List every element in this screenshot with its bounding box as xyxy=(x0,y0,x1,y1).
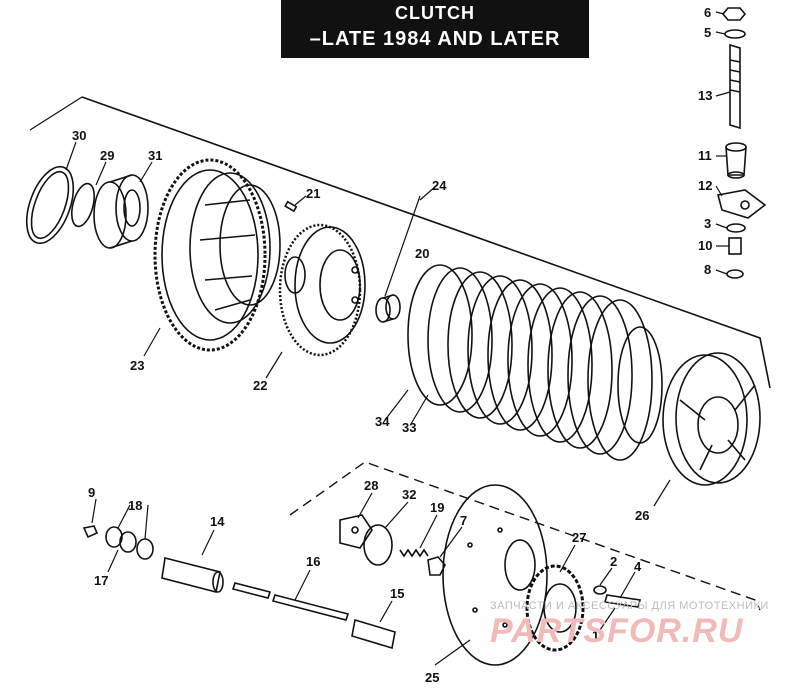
label-25: 25 xyxy=(425,670,439,685)
label-18: 18 xyxy=(128,498,142,513)
label-28: 28 xyxy=(364,478,378,493)
title-banner: CLUTCH –LATE 1984 AND LATER xyxy=(281,0,589,58)
label-8: 8 xyxy=(704,262,711,277)
part-10-bushing xyxy=(728,237,742,255)
label-4: 4 xyxy=(634,559,642,574)
part-29-retaining-ring xyxy=(70,182,96,228)
label-22: 22 xyxy=(253,378,267,393)
watermark-logo: PARTSFOR.RU xyxy=(490,612,744,650)
part-22-clutch-hub xyxy=(278,223,366,357)
part-33-34-clutch-plate-stack xyxy=(407,264,663,461)
label-23: 23 xyxy=(130,358,144,373)
label-9: 9 xyxy=(88,485,95,500)
label-16: 16 xyxy=(306,554,320,569)
part-25-cover-plate xyxy=(442,484,548,666)
leader-lines xyxy=(65,11,731,666)
label-13: 13 xyxy=(698,88,712,103)
part-6-nut xyxy=(721,7,747,21)
part-8-nut xyxy=(726,269,744,279)
part-3-washer xyxy=(726,223,746,233)
label-3: 3 xyxy=(704,216,711,231)
watermark-caption: ЗАПЧАСТИ И АКСЕССУАРЫ ДЛЯ МОТОТЕХНИКИ xyxy=(490,600,769,612)
part-11-spring xyxy=(725,142,747,179)
label-12: 12 xyxy=(698,178,712,193)
part-28-adjusting-plate xyxy=(339,514,373,549)
label-5: 5 xyxy=(704,25,711,40)
label-24: 24 xyxy=(432,178,447,193)
part-26-pressure-plate xyxy=(662,352,761,486)
part-5-washer xyxy=(724,29,746,39)
part-16-pushrod xyxy=(231,582,350,621)
label-34: 34 xyxy=(375,414,390,429)
label-10: 10 xyxy=(698,238,712,253)
title-line-2: –LATE 1984 AND LATER xyxy=(309,28,561,50)
label-26: 26 xyxy=(635,508,649,523)
label-20: 20 xyxy=(415,246,429,261)
part-12-adjuster-lever xyxy=(717,189,767,219)
part-21-pin xyxy=(284,200,298,213)
label-33: 33 xyxy=(402,420,416,435)
label-32: 32 xyxy=(402,487,416,502)
label-1: 1 xyxy=(592,628,599,643)
part-4-bolt xyxy=(603,594,642,608)
part-31-bearing xyxy=(93,174,149,249)
assembly-bracket-left xyxy=(29,96,83,131)
label-30: 30 xyxy=(72,128,86,143)
label-31: 31 xyxy=(148,148,162,163)
title-line-1: CLUTCH xyxy=(395,3,475,23)
part-32-lockring xyxy=(363,524,393,566)
label-7: 7 xyxy=(460,513,467,528)
part-9-nut xyxy=(82,525,99,539)
label-29: 29 xyxy=(100,148,114,163)
part-27-diaphragm-spring xyxy=(525,564,585,652)
part-14-release-rod xyxy=(161,557,224,593)
part-18-bearing-washers xyxy=(105,526,154,560)
label-15: 15 xyxy=(390,586,404,601)
part-15-pushrod-end xyxy=(351,618,396,650)
part-2-washer xyxy=(593,585,607,595)
label-14: 14 xyxy=(210,514,225,529)
part-30-snap-ring xyxy=(25,165,75,245)
part-13-adjusting-screw xyxy=(729,43,741,130)
label-19: 19 xyxy=(430,500,444,515)
label-27: 27 xyxy=(572,530,586,545)
part-20-spacer xyxy=(375,294,401,323)
label-2: 2 xyxy=(610,554,617,569)
assembly-bracket-line xyxy=(81,96,771,389)
part-23-clutch-shell-sprocket xyxy=(153,158,281,352)
label-11: 11 xyxy=(698,148,712,163)
label-21: 21 xyxy=(306,186,320,201)
label-6: 6 xyxy=(704,5,711,20)
label-17: 17 xyxy=(94,573,108,588)
part-19-spring xyxy=(399,548,429,558)
